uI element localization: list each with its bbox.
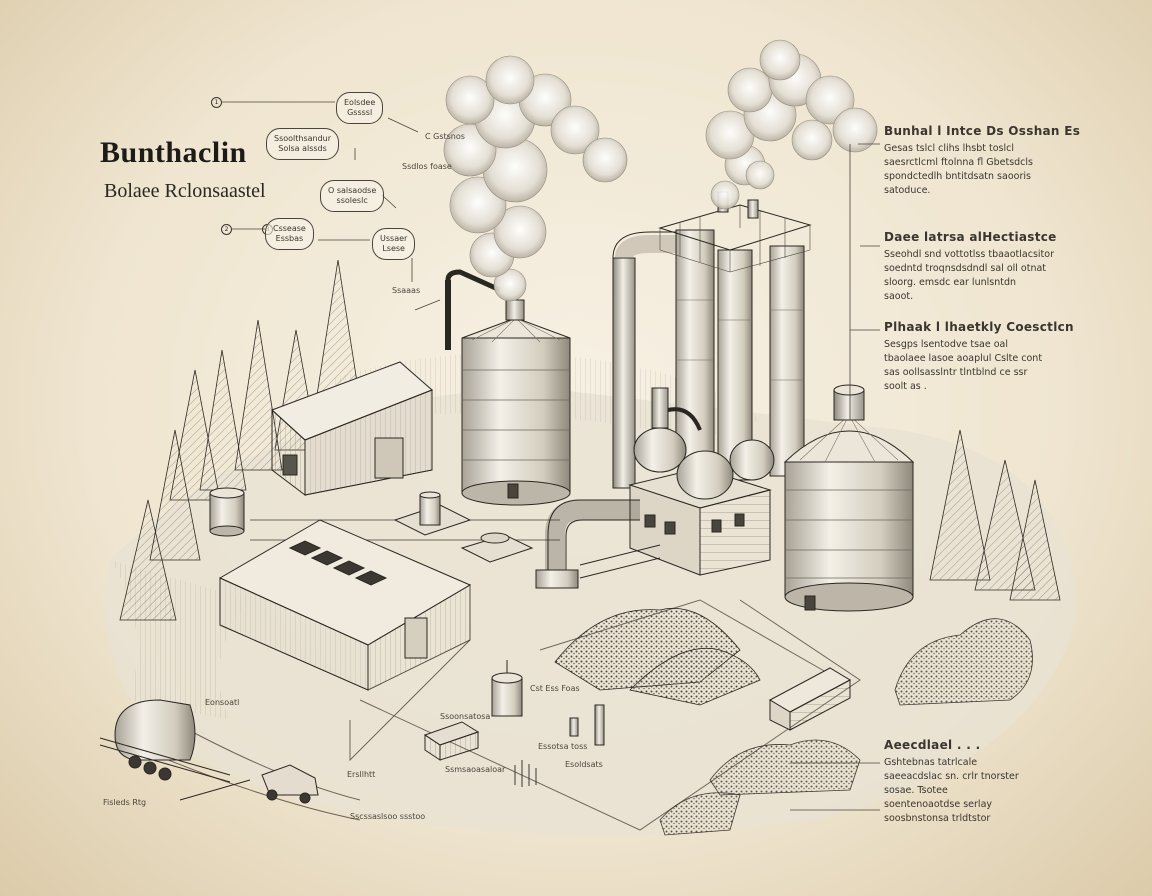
callout-heading: Plhaak l lhaetkly Coesctlcn (884, 320, 1074, 334)
diagram-label: Cst Ess Foas (530, 684, 580, 693)
callout-body: Sesgps lsentodve tsae oal tbaolaee lasoe… (884, 339, 1043, 392)
callout-2: Daee latrsa alHectiastce Sseohdl snd vot… (884, 230, 1084, 304)
diagram-label: Ssdlos foase (402, 162, 452, 171)
diagram-label: Esoldsats (565, 760, 603, 769)
diagram-label: Essotsa toss (538, 742, 588, 751)
callout-heading: Aeecdlael . . . (884, 738, 981, 752)
label-bubble: Ssoolthsandur Solsa alssds (266, 128, 340, 160)
diagram-label: Ssoonsatosa (440, 712, 491, 721)
callout-body: Gesas tslcl clihs lhsbt toslcl saesrctlc… (884, 143, 1033, 196)
page-subtitle: Bolaee Rclonsaastel (104, 180, 266, 202)
marker-1: 1 (211, 97, 222, 108)
page-title: Bunthaclin (100, 136, 247, 169)
diagram-label: Sscssaslsoo ssstoo (350, 812, 426, 821)
callout-heading: Daee latrsa alHectiastce (884, 230, 1057, 244)
callout-heading: Bunhal l Intce Ds Osshan Es (884, 124, 1081, 138)
diagram-label: Ssaaas (392, 286, 421, 295)
callout-1: Bunhal l Intce Ds Osshan Es Gesas tslcl … (884, 124, 1084, 198)
label-bubble: O salsaodse ssoleslc (320, 180, 385, 212)
diagram-label: Fisleds Rtg (103, 798, 147, 807)
callout-3: Plhaak l lhaetkly Coesctlcn Sesgps lsent… (884, 320, 1084, 394)
diagram-label: Ersllhtt (347, 770, 376, 779)
label-bubble: Eolsdee Gssssl (336, 92, 384, 124)
label-bubble: Ussaer Lsese (372, 228, 416, 260)
diagram-label: Ssmsaoasaloar (445, 765, 506, 774)
marker-2: 2 (221, 224, 232, 235)
callout-body: Gshtebnas tatrlcale saeeacdslac sn. crlr… (884, 757, 1019, 824)
diagram-label: C Gstsnos (425, 132, 465, 141)
callout-body: Sseohdl snd vottotlss tbaaotlacsitor soe… (884, 249, 1054, 302)
diagram-label: Eonsoatl (205, 698, 240, 707)
callout-4: Aeecdlael . . . Gshtebnas tatrlcale saee… (884, 738, 1084, 826)
label-bubble: Cssease Essbas (265, 218, 314, 250)
